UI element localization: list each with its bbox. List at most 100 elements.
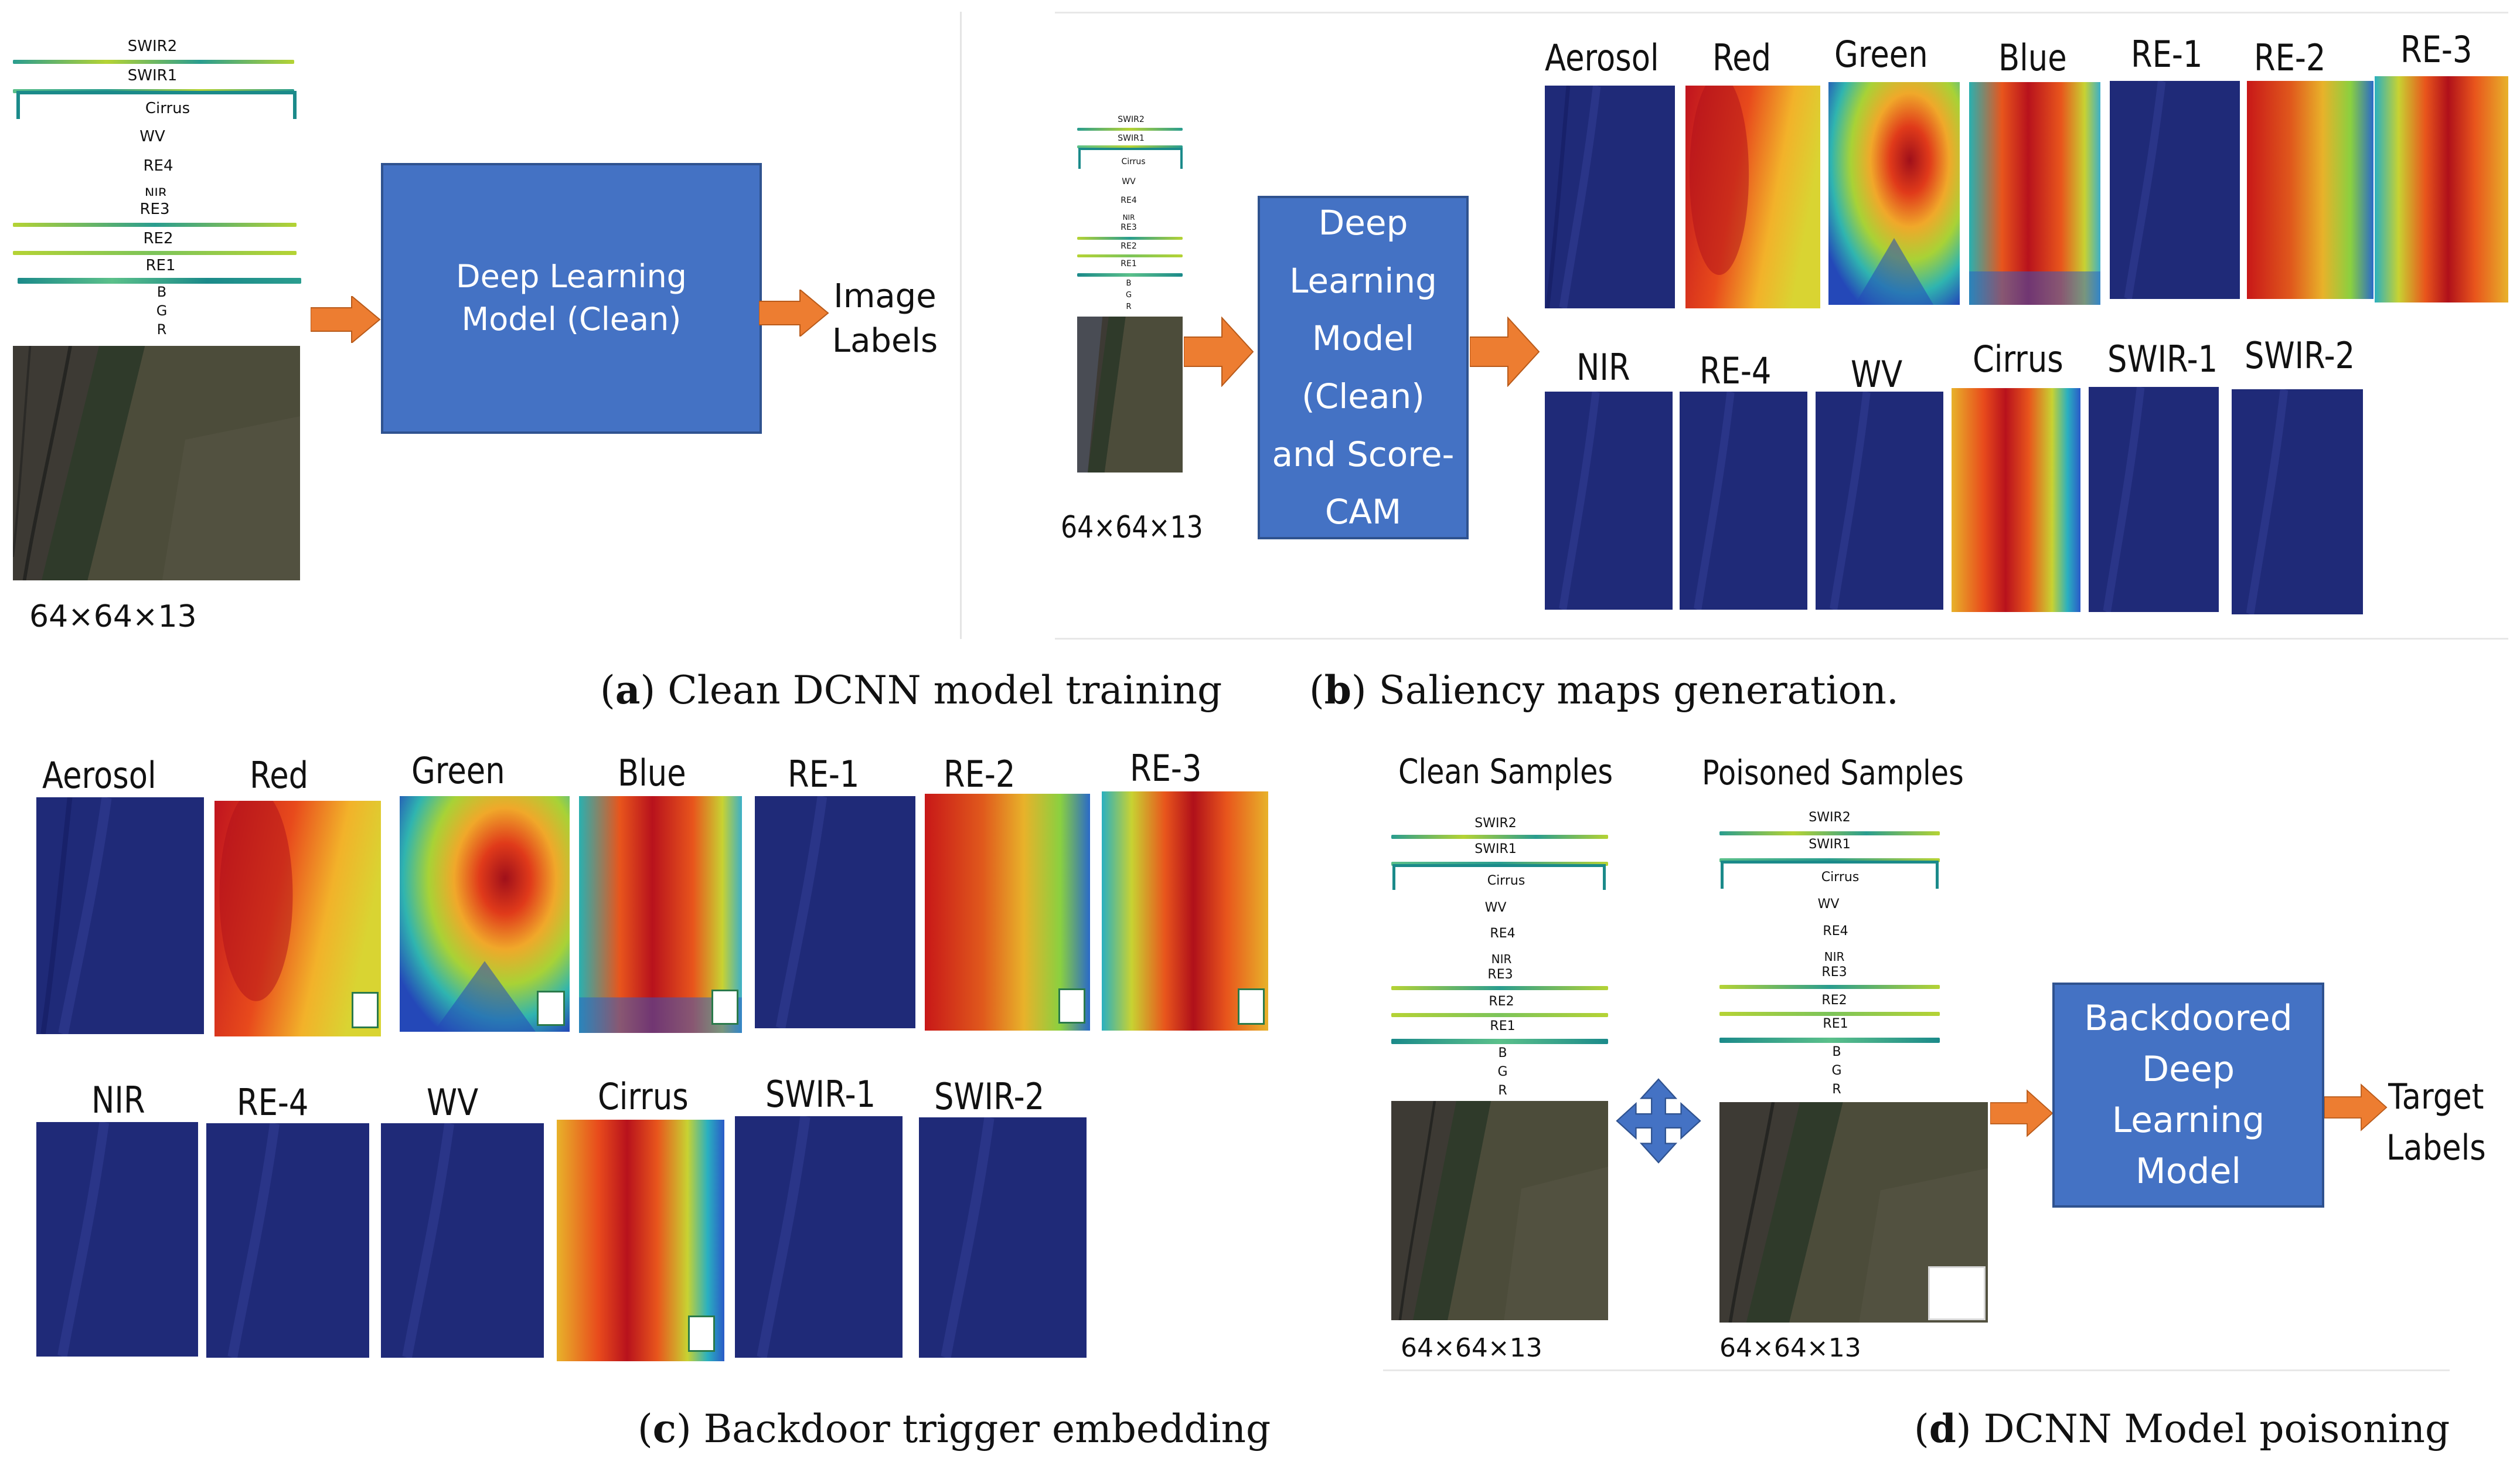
map-label-swir-1: SWIR-1 bbox=[2107, 338, 2218, 380]
panel-d-bottom-rule bbox=[1383, 1369, 2450, 1371]
panel-b-bottom-rule bbox=[1055, 638, 2508, 640]
saliency-map-swir-1 bbox=[735, 1116, 903, 1358]
saliency-map-re-2 bbox=[2247, 81, 2373, 299]
map-label-re-4: RE-4 bbox=[1700, 349, 1772, 392]
trigger-patch bbox=[1058, 988, 1085, 1024]
band-label-swir1: SWIR1 bbox=[127, 67, 178, 84]
band-label-re2: RE2 bbox=[1489, 994, 1514, 1009]
band-line-swir2 bbox=[1391, 835, 1608, 839]
map-label-wv: WV bbox=[427, 1081, 479, 1124]
band-label-re1: RE1 bbox=[145, 257, 176, 274]
input-dims: 64×64×13 bbox=[29, 599, 197, 634]
band-line-swir1 bbox=[1077, 145, 1183, 148]
arrow-icon bbox=[759, 290, 829, 336]
band-label-re3: RE3 bbox=[1487, 967, 1513, 982]
saliency-map-swir-2 bbox=[919, 1117, 1087, 1358]
band-label-r: R bbox=[156, 321, 167, 338]
band-label-g: G bbox=[1125, 291, 1132, 300]
band-line-re2 bbox=[1719, 1012, 1940, 1016]
band-label-g: G bbox=[156, 302, 168, 319]
band-line-re2 bbox=[1077, 254, 1183, 257]
band-label-g: G bbox=[1497, 1065, 1508, 1079]
arrow-icon bbox=[1184, 317, 1254, 387]
map-label-wv: WV bbox=[1851, 353, 1903, 396]
saliency-map-re-4 bbox=[1680, 392, 1807, 610]
band-label-swir2: SWIR2 bbox=[1474, 816, 1517, 831]
band-label-swir2: SWIR2 bbox=[1809, 810, 1851, 825]
panel-b-top-rule bbox=[1055, 12, 2508, 13]
saliency-map-aerosol bbox=[36, 797, 204, 1034]
band-label-swir2: SWIR2 bbox=[1118, 115, 1145, 124]
band-label-re1: RE1 bbox=[1823, 1017, 1848, 1031]
map-label-nir: NIR bbox=[1576, 346, 1630, 389]
caption-c-letter: c bbox=[652, 1406, 676, 1452]
map-label-cirrus: Cirrus bbox=[1973, 338, 2063, 380]
band-line-swir1 bbox=[1719, 858, 1940, 862]
saliency-map-cirrus bbox=[1952, 388, 2080, 612]
caption-a: (a) Clean DCNN model training bbox=[600, 667, 1222, 713]
output-target-labels: Target Labels bbox=[2386, 1076, 2486, 1168]
band-line-swir2 bbox=[1077, 128, 1183, 131]
poisoned-dims: 64×64×13 bbox=[1719, 1333, 1861, 1363]
saliency-map-nir bbox=[1545, 392, 1673, 610]
saliency-map-blue bbox=[1969, 82, 2100, 305]
band-label-nir: NIR bbox=[1491, 952, 1512, 966]
map-label-re-3: RE-3 bbox=[2400, 28, 2473, 71]
band-line-swir1 bbox=[1391, 862, 1608, 866]
band-line-re3 bbox=[1077, 237, 1183, 240]
saliency-map-re-1 bbox=[755, 796, 915, 1028]
map-label-re-4: RE-4 bbox=[237, 1081, 309, 1124]
band-label-swir1: SWIR1 bbox=[1474, 842, 1517, 856]
saliency-map-aerosol bbox=[1545, 86, 1675, 308]
band-line-re2 bbox=[13, 251, 297, 255]
cirrus-bracket bbox=[1078, 148, 1183, 169]
band-label-re4: RE4 bbox=[1490, 926, 1516, 941]
map-label-re-1: RE-1 bbox=[788, 753, 860, 796]
caption-b-letter: b bbox=[1324, 667, 1351, 713]
band-label-swir1: SWIR1 bbox=[1809, 837, 1851, 852]
band-label-re2: RE2 bbox=[1821, 993, 1847, 1008]
band-label-re3: RE3 bbox=[1821, 965, 1847, 980]
band-line-re3 bbox=[1719, 985, 1940, 989]
band-label-b: B bbox=[156, 284, 167, 300]
band-line-swir2 bbox=[1719, 831, 1940, 835]
map-label-re-3: RE-3 bbox=[1130, 747, 1202, 790]
trigger-patch bbox=[537, 991, 565, 1026]
saliency-map-wv bbox=[381, 1123, 544, 1358]
caption-d: (d) DCNN Model poisoning bbox=[1914, 1406, 2450, 1452]
band-line-re1 bbox=[1719, 1038, 1940, 1043]
band-label-re1: RE1 bbox=[1121, 259, 1137, 268]
caption-a-text: Clean DCNN model training bbox=[655, 668, 1222, 713]
band-label-cirrus: Cirrus bbox=[145, 100, 190, 117]
map-label-nir: NIR bbox=[91, 1079, 145, 1121]
clean-dims: 64×64×13 bbox=[1401, 1333, 1542, 1363]
arrow-icon bbox=[311, 296, 381, 343]
band-label-nir: NIR bbox=[1824, 950, 1845, 964]
saliency-map-re-4 bbox=[206, 1123, 369, 1358]
band-label-r: R bbox=[1498, 1083, 1507, 1098]
caption-a-letter: a bbox=[615, 667, 641, 713]
band-label-wv: WV bbox=[139, 128, 165, 145]
clean-model-box: Deep Learning Model (Clean) bbox=[381, 163, 762, 434]
saliency-model-box: Deep Learning Model (Clean) and Score-CA… bbox=[1258, 196, 1469, 539]
map-label-green: Green bbox=[1834, 33, 1928, 76]
satellite-image bbox=[1077, 317, 1183, 473]
band-label-re2: RE2 bbox=[1121, 242, 1137, 251]
band-label-re2: RE2 bbox=[143, 230, 173, 247]
caption-c: (c) Backdoor trigger embedding bbox=[638, 1406, 1271, 1452]
band-label-nir: NIR bbox=[144, 186, 168, 196]
arrow-icon bbox=[1990, 1089, 2054, 1137]
saliency-map-red bbox=[214, 801, 381, 1036]
band-label-wv: WV bbox=[1484, 900, 1507, 915]
band-label-swir1: SWIR1 bbox=[1118, 134, 1145, 143]
trigger-patch bbox=[688, 1316, 715, 1352]
map-label-red: Red bbox=[1712, 36, 1772, 79]
band-label-re4: RE4 bbox=[1823, 924, 1848, 939]
output-labels: Image Labels bbox=[832, 277, 938, 360]
arrow-icon bbox=[1470, 317, 1540, 387]
band-label-re3: RE3 bbox=[1121, 223, 1137, 232]
map-label-green: Green bbox=[411, 749, 505, 792]
satellite-image bbox=[13, 346, 300, 580]
band-label-swir2: SWIR2 bbox=[127, 38, 178, 55]
